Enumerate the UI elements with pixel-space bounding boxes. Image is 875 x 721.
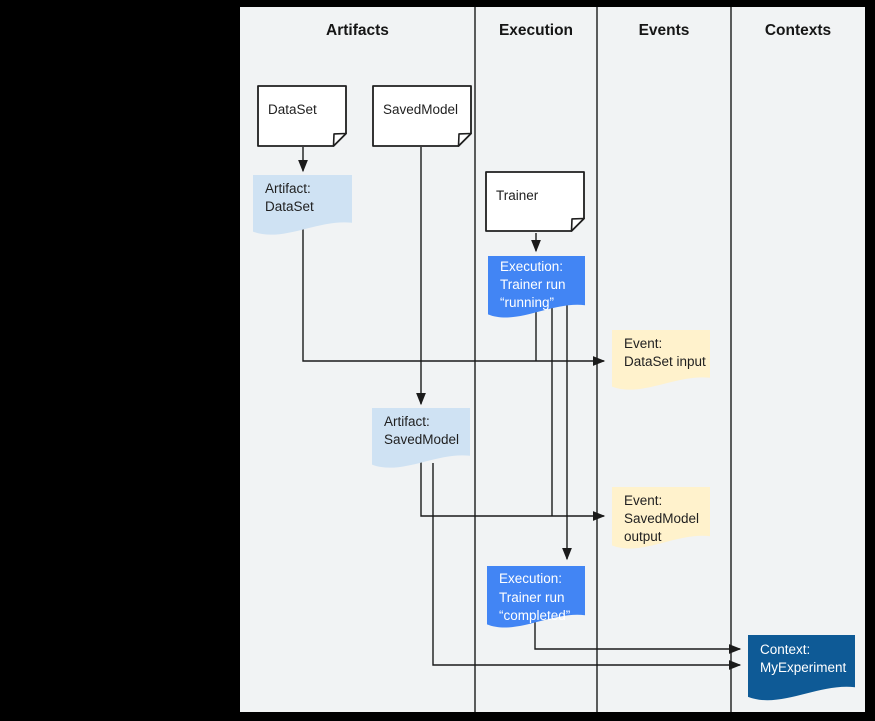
column-header-contexts: Contexts	[764, 22, 832, 39]
edge-artifact-dataset-to-event-input	[302, 229, 606, 366]
node-label-line: Artifact:	[384, 414, 430, 429]
folded-corner-icon	[570, 217, 585, 232]
node-execution-running: Execution: Trainer run “running”	[488, 256, 585, 322]
wavy-document-shape	[253, 175, 352, 235]
node-label-line: output	[624, 529, 662, 544]
wavy-document-shape	[372, 408, 470, 468]
column-header-events: Events	[638, 22, 690, 39]
column-header-execution: Execution	[498, 22, 574, 39]
node-event-dataset-input: Event: DataSet input	[612, 330, 710, 394]
node-trainer: Trainer	[485, 171, 585, 232]
wavy-document-shape	[488, 256, 585, 318]
node-label-line: DataSet input	[624, 354, 706, 369]
node-label-line: Execution:	[499, 571, 563, 586]
node-label-line: Trainer run	[499, 589, 565, 605]
node-label-line: DataSet	[265, 199, 314, 214]
node-label: SavedModel	[383, 102, 459, 117]
folded-corner-icon	[332, 132, 347, 147]
node-label-line: MyExperiment	[760, 660, 847, 675]
edge-execution-completed-to-context	[534, 621, 742, 654]
column-header-artifacts: Artifacts	[326, 22, 389, 39]
folded-corner-icon	[457, 132, 472, 147]
node-label-line: SavedModel	[384, 432, 460, 447]
document-shape	[485, 171, 585, 232]
node-label: Trainer	[496, 188, 539, 203]
lineage-diagram: Artifacts Execution Events Contexts Data…	[240, 7, 865, 712]
wavy-document-shape	[612, 330, 710, 390]
node-execution-completed: Execution: Trainer run “completed”	[487, 566, 585, 632]
document-shape	[257, 85, 347, 147]
node-label-line: Context:	[760, 642, 811, 657]
node-label-line: Artifact:	[265, 181, 311, 196]
node-savedmodel: SavedModel	[372, 85, 472, 147]
node-label-line: Event:	[624, 336, 663, 351]
edge-artifact-savedmodel-to-context	[432, 463, 742, 670]
node-label-line: Event:	[624, 493, 663, 508]
wavy-document-shape	[612, 487, 710, 549]
wavy-document-shape	[748, 635, 855, 701]
node-label-line: “completed”	[499, 608, 571, 623]
node-context-myexperiment: Context: MyExperiment	[748, 635, 855, 705]
connector-edges	[298, 7, 742, 712]
node-label-line: “running”	[500, 295, 555, 310]
node-event-savedmodel-output: Event: SavedModel output	[612, 487, 710, 553]
node-artifact-savedmodel: Artifact: SavedModel	[372, 408, 470, 472]
edge-artifact-savedmodel-to-event-output	[420, 462, 606, 521]
node-dataset: DataSet	[257, 85, 347, 147]
node-artifact-dataset: Artifact: DataSet	[253, 175, 352, 239]
node-label-line: Trainer run	[500, 277, 566, 292]
wavy-document-shape	[487, 566, 585, 628]
document-shape	[372, 85, 472, 147]
node-label-line: SavedModel	[624, 511, 700, 526]
node-label-line: Execution:	[500, 259, 564, 274]
node-label: DataSet	[268, 102, 317, 117]
